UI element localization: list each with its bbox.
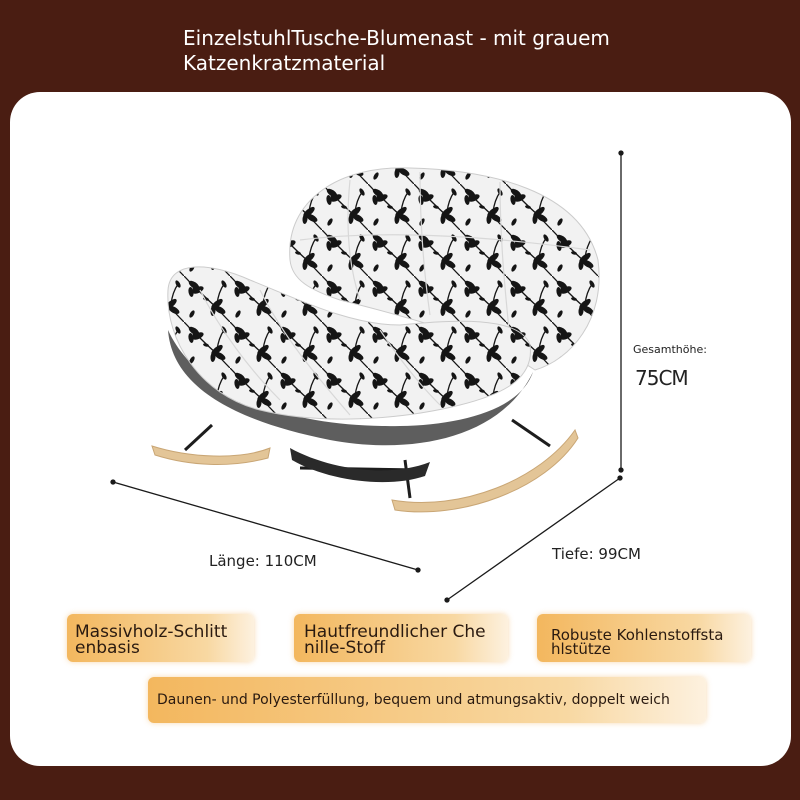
title-line-2: Katzenkratzmaterial [183,51,386,75]
title-line-1: EinzelstuhlTusche-Blumenast - mit grauem [183,26,610,50]
height-label: Gesamthöhe: [633,343,707,356]
depth-label: Tiefe: 99CM [552,545,641,563]
chair-seat-cushion [167,266,531,420]
length-label: Länge: 110CM [209,552,317,570]
dimension-lines [110,150,624,603]
feature-line-2: nille-Stoff [304,638,386,658]
feature-line-2: enbasis [75,638,140,658]
chair-backrest [289,167,600,371]
feature-badge-steel-support: Robuste Kohlenstoffsta hlstütze [537,614,751,662]
feature-line-1: Robuste Kohlenstoffsta [551,626,724,644]
feature-badge-filling: Daunen- und Polyesterfüllung, bequem und… [148,677,706,723]
feature-line-1: Massivholz-Schlitt [75,622,228,642]
feature-badge-fabric: Hautfreundlicher Che nille-Stoff [294,614,508,662]
height-value: 75CM [635,366,689,390]
feature-badge-wood-base: Massivholz-Schlitt enbasis [67,614,254,662]
chair-base-shell [168,330,533,483]
feature-line-2: hlstütze [551,640,611,658]
page-title: EinzelstuhlTusche-Blumenast - mit grauem… [183,26,743,76]
feature-line-1: Hautfreundlicher Che [304,622,486,642]
